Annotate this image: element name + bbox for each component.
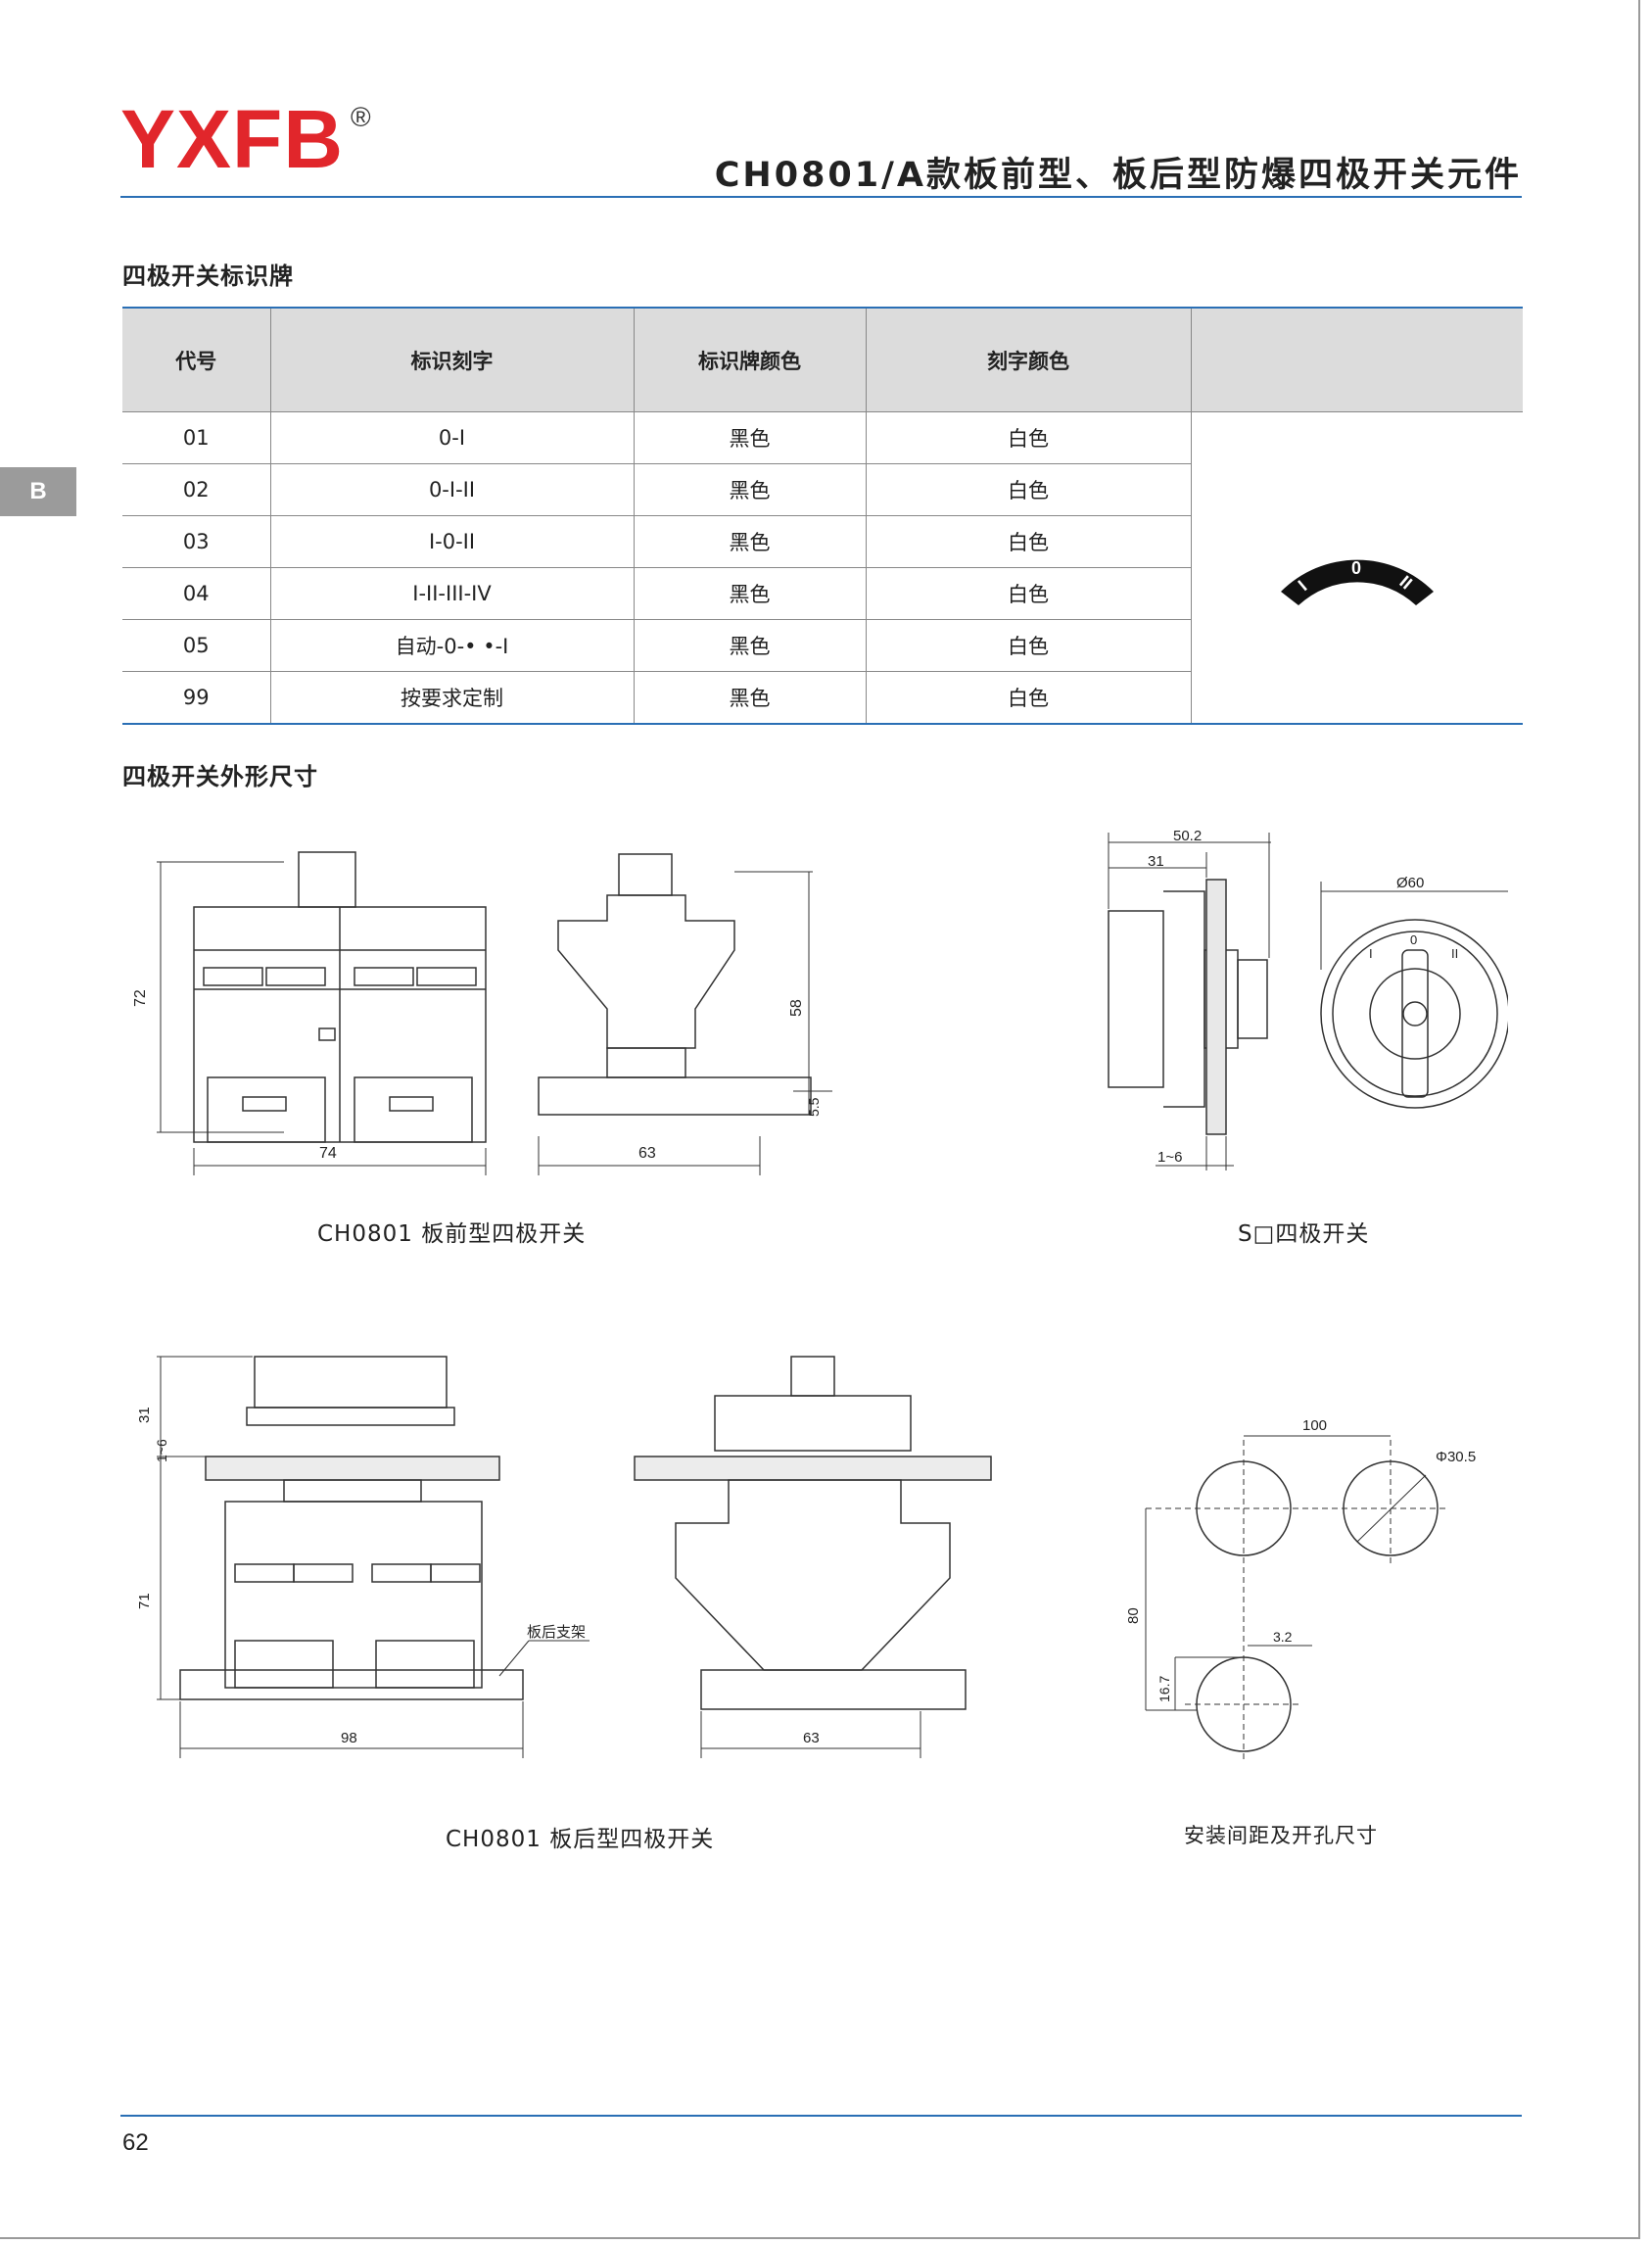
- footer-divider: [120, 2115, 1522, 2117]
- dim-side-base: 5.5: [806, 1097, 822, 1117]
- plate-arc-shape: [1280, 559, 1434, 605]
- dim-hole-vertical: 80: [1126, 1607, 1142, 1624]
- brand-logo: YXFB: [120, 93, 345, 185]
- cell-marking: 自动-0-• •-I: [269, 619, 634, 672]
- col-header-text-color: 刻字颜色: [865, 307, 1191, 412]
- s-dial-outer: [1320, 919, 1508, 1109]
- rear-panel-hatch: [205, 1456, 500, 1481]
- dim-hole-key: 3.2: [1273, 1629, 1293, 1645]
- cell-text-color: 白色: [865, 671, 1191, 725]
- rear-side-body-shape: [675, 1479, 951, 1671]
- rear-bracket-shape: [179, 1669, 524, 1700]
- section-tab: B: [0, 467, 76, 516]
- dim-rear-side-width: 63: [803, 1730, 820, 1746]
- plate-image-cell: I 0 II: [1190, 411, 1523, 725]
- front-mount-switch-drawing: 72 74 58 5.5 63: [132, 851, 832, 1175]
- cell-plate-color: 黑色: [633, 619, 866, 672]
- dim-rear-top: 31: [137, 1407, 153, 1423]
- cell-text-color: 白色: [865, 619, 1191, 672]
- caption-s-switch: S□四极开关: [1238, 1221, 1370, 1247]
- dim-s-panel: 1~6: [1157, 1149, 1182, 1166]
- label-rear-bracket: 板后支架: [527, 1623, 586, 1641]
- side-knob-shape: [618, 853, 673, 896]
- dim-front-height: 72: [132, 989, 149, 1007]
- dim-s-dial: Ø60: [1396, 875, 1424, 891]
- side-body-shape: [557, 894, 735, 1049]
- page-number: 62: [122, 2129, 149, 2156]
- s-knob-side-shape: [1108, 910, 1164, 1088]
- dial-label-ii: II: [1451, 946, 1458, 961]
- caption-front-mount: CH0801 板前型四极开关: [317, 1221, 587, 1247]
- col-header-code: 代号: [122, 307, 270, 412]
- table-row: 99 按要求定制 黑色 白色: [122, 671, 1523, 725]
- dim-front-width: 74: [319, 1145, 337, 1162]
- switch-plate-illustration: I 0 II: [1280, 558, 1434, 605]
- cell-code: 05: [122, 619, 270, 672]
- dial-label-0: 0: [1410, 932, 1417, 947]
- section-title-plate: 四极开关标识牌: [122, 263, 294, 290]
- cell-code: 01: [122, 411, 270, 464]
- dim-side-width: 63: [638, 1145, 656, 1162]
- cell-text-color: 白色: [865, 567, 1191, 620]
- panel-hatch-shape: [1205, 879, 1227, 1135]
- cell-text-color: 白色: [865, 515, 1191, 568]
- table-row: 03 I-0-II 黑色 白色: [122, 515, 1523, 568]
- dim-rear-panel: 1~6: [154, 1439, 169, 1462]
- cell-marking: I-0-II: [269, 515, 634, 568]
- table-row: 02 0-I-II 黑色 白色: [122, 463, 1523, 516]
- cell-plate-color: 黑色: [633, 671, 866, 725]
- table-row: 05 自动-0-• •-I 黑色 白色: [122, 619, 1523, 672]
- cell-code: 99: [122, 671, 270, 725]
- rear-mount-switch-drawing: 31 1~6 71 板后支架 98 63: [137, 1356, 992, 1758]
- s-switch-drawing: 50.2 31 1~6 Ø60 I 0 II: [1108, 828, 1508, 1170]
- caption-mounting-holes: 安装间距及开孔尺寸: [1184, 1824, 1378, 1847]
- dim-hole-spacing: 100: [1302, 1417, 1327, 1434]
- cell-text-color: 白色: [865, 463, 1191, 516]
- dim-side-height: 58: [788, 999, 805, 1017]
- cell-marking: 0-I-II: [269, 463, 634, 516]
- mounting-holes-drawing: 100 Φ30.5 80 3.2 16.7: [1126, 1417, 1476, 1763]
- rear-body-shape: [224, 1501, 483, 1689]
- table-row: 04 I-II-III-IV 黑色 白色: [122, 567, 1523, 620]
- table-header-row: 代号 标识刻字 标识牌颜色 刻字颜色: [122, 307, 1523, 412]
- cell-code: 02: [122, 463, 270, 516]
- dim-hole-diameter: Φ30.5: [1436, 1449, 1476, 1465]
- section-title-dimensions: 四极开关外形尺寸: [122, 763, 318, 790]
- page-title: CH0801/A款板前型、板后型防爆四极开关元件: [714, 156, 1522, 195]
- registered-mark: ®: [351, 102, 371, 132]
- plate-spec-table: 代号 标识刻字 标识牌颜色 刻字颜色 01 0-I 黑色 白色 I 0 II 0…: [122, 307, 1523, 725]
- cell-marking: 0-I: [269, 411, 634, 464]
- col-header-marking: 标识刻字: [269, 307, 634, 412]
- cell-code: 03: [122, 515, 270, 568]
- table-row: 01 0-I 黑色 白色 I 0 II: [122, 411, 1523, 725]
- dim-hole-offset: 16.7: [1156, 1676, 1172, 1702]
- caption-rear-mount: CH0801 板后型四极开关: [446, 1827, 715, 1852]
- col-header-plate-color: 标识牌颜色: [633, 307, 866, 412]
- dim-s-body: 31: [1148, 853, 1164, 870]
- cell-plate-color: 黑色: [633, 463, 866, 516]
- cell-plate-color: 黑色: [633, 411, 866, 464]
- dim-rear-body: 71: [137, 1593, 153, 1609]
- cell-text-color: 白色: [865, 411, 1191, 464]
- cell-plate-color: 黑色: [633, 515, 866, 568]
- cell-plate-color: 黑色: [633, 567, 866, 620]
- dim-s-overall: 50.2: [1173, 828, 1202, 844]
- cell-code: 04: [122, 567, 270, 620]
- front-knob-shape: [298, 851, 356, 908]
- cell-marking: I-II-III-IV: [269, 567, 634, 620]
- rear-knob-shape: [254, 1356, 448, 1409]
- dim-rear-width: 98: [341, 1730, 357, 1746]
- plate-label-0: 0: [1351, 558, 1361, 578]
- header-divider: [120, 196, 1522, 198]
- s-dial-handle: [1401, 949, 1429, 1098]
- cell-marking: 按要求定制: [269, 671, 634, 725]
- col-header-image: [1190, 307, 1523, 412]
- dial-label-i: I: [1369, 946, 1373, 961]
